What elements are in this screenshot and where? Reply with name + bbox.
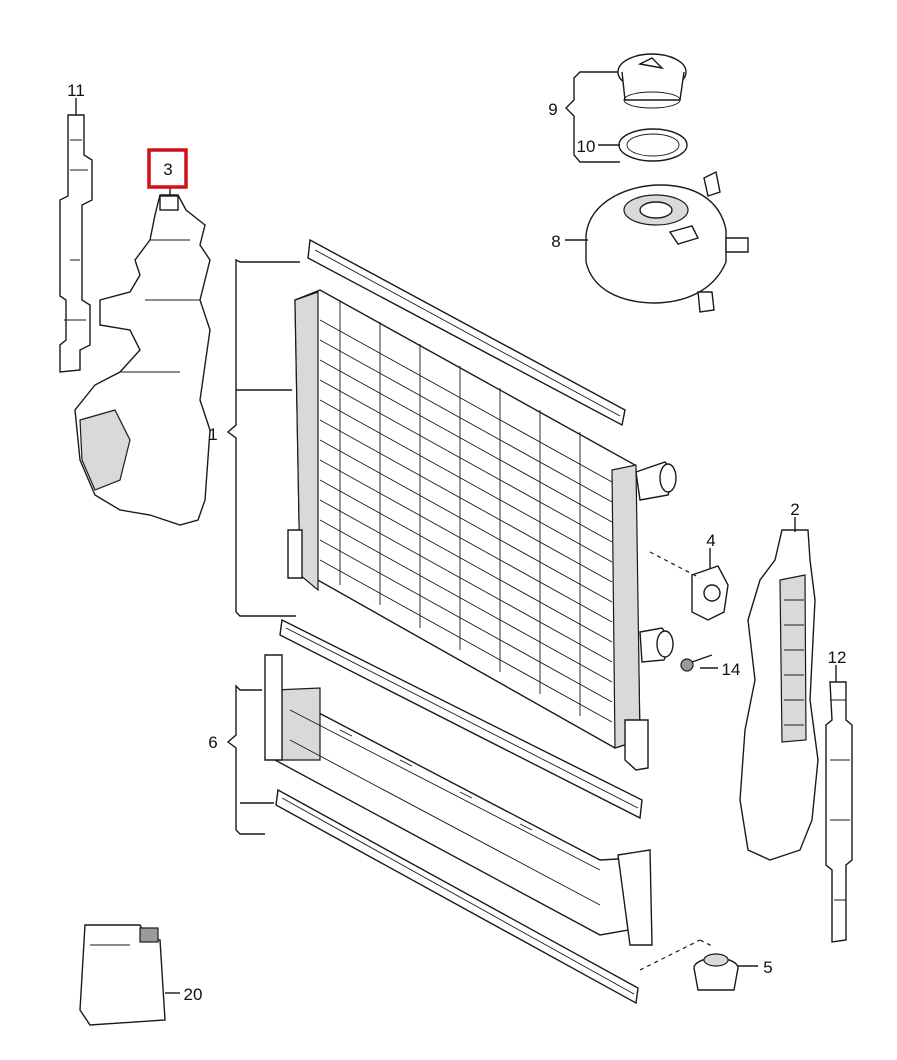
callout-3: 3: [163, 160, 172, 179]
seal-ring-part-10: [618, 128, 688, 162]
callout-10: 10: [577, 137, 596, 156]
callout-8: 8: [551, 232, 560, 251]
callout-14: 14: [722, 660, 741, 679]
callout-9: 9: [548, 100, 557, 119]
charge-air-cooler-part-6: [264, 654, 653, 1005]
callout-12: 11: [67, 81, 85, 100]
screw-part-14: [680, 654, 713, 672]
callout-6: 6: [208, 733, 217, 752]
radiator-part-1: [279, 238, 677, 820]
callout-labels: 3 11 1 6 9 10 8 2 4 12 14 5 20: [67, 81, 846, 1004]
radiator-core-fins: [319, 300, 613, 723]
expansion-tank-part-8: [585, 170, 749, 313]
side-seal-right-part-11: [825, 681, 853, 943]
callout-1: 1: [208, 425, 217, 444]
callout-11: 12: [828, 648, 847, 667]
air-guide-left-part-3: [74, 194, 211, 526]
coolant-bottle-part-20: [79, 924, 166, 1026]
side-seal-left-part-12: [59, 114, 93, 373]
leader-lines: [75, 71, 837, 994]
bracket-part-4: [649, 551, 729, 621]
expansion-tank-cap-part-9: [617, 53, 687, 109]
callout-5: 5: [763, 958, 772, 977]
rubber-mount-part-5: [639, 939, 739, 991]
callout-3-highlight-box: [147, 148, 188, 189]
callout-20: 20: [184, 985, 203, 1004]
callout-2: 2: [790, 500, 799, 519]
callout-4: 4: [706, 531, 715, 550]
air-guide-right-part-2: [739, 529, 819, 861]
